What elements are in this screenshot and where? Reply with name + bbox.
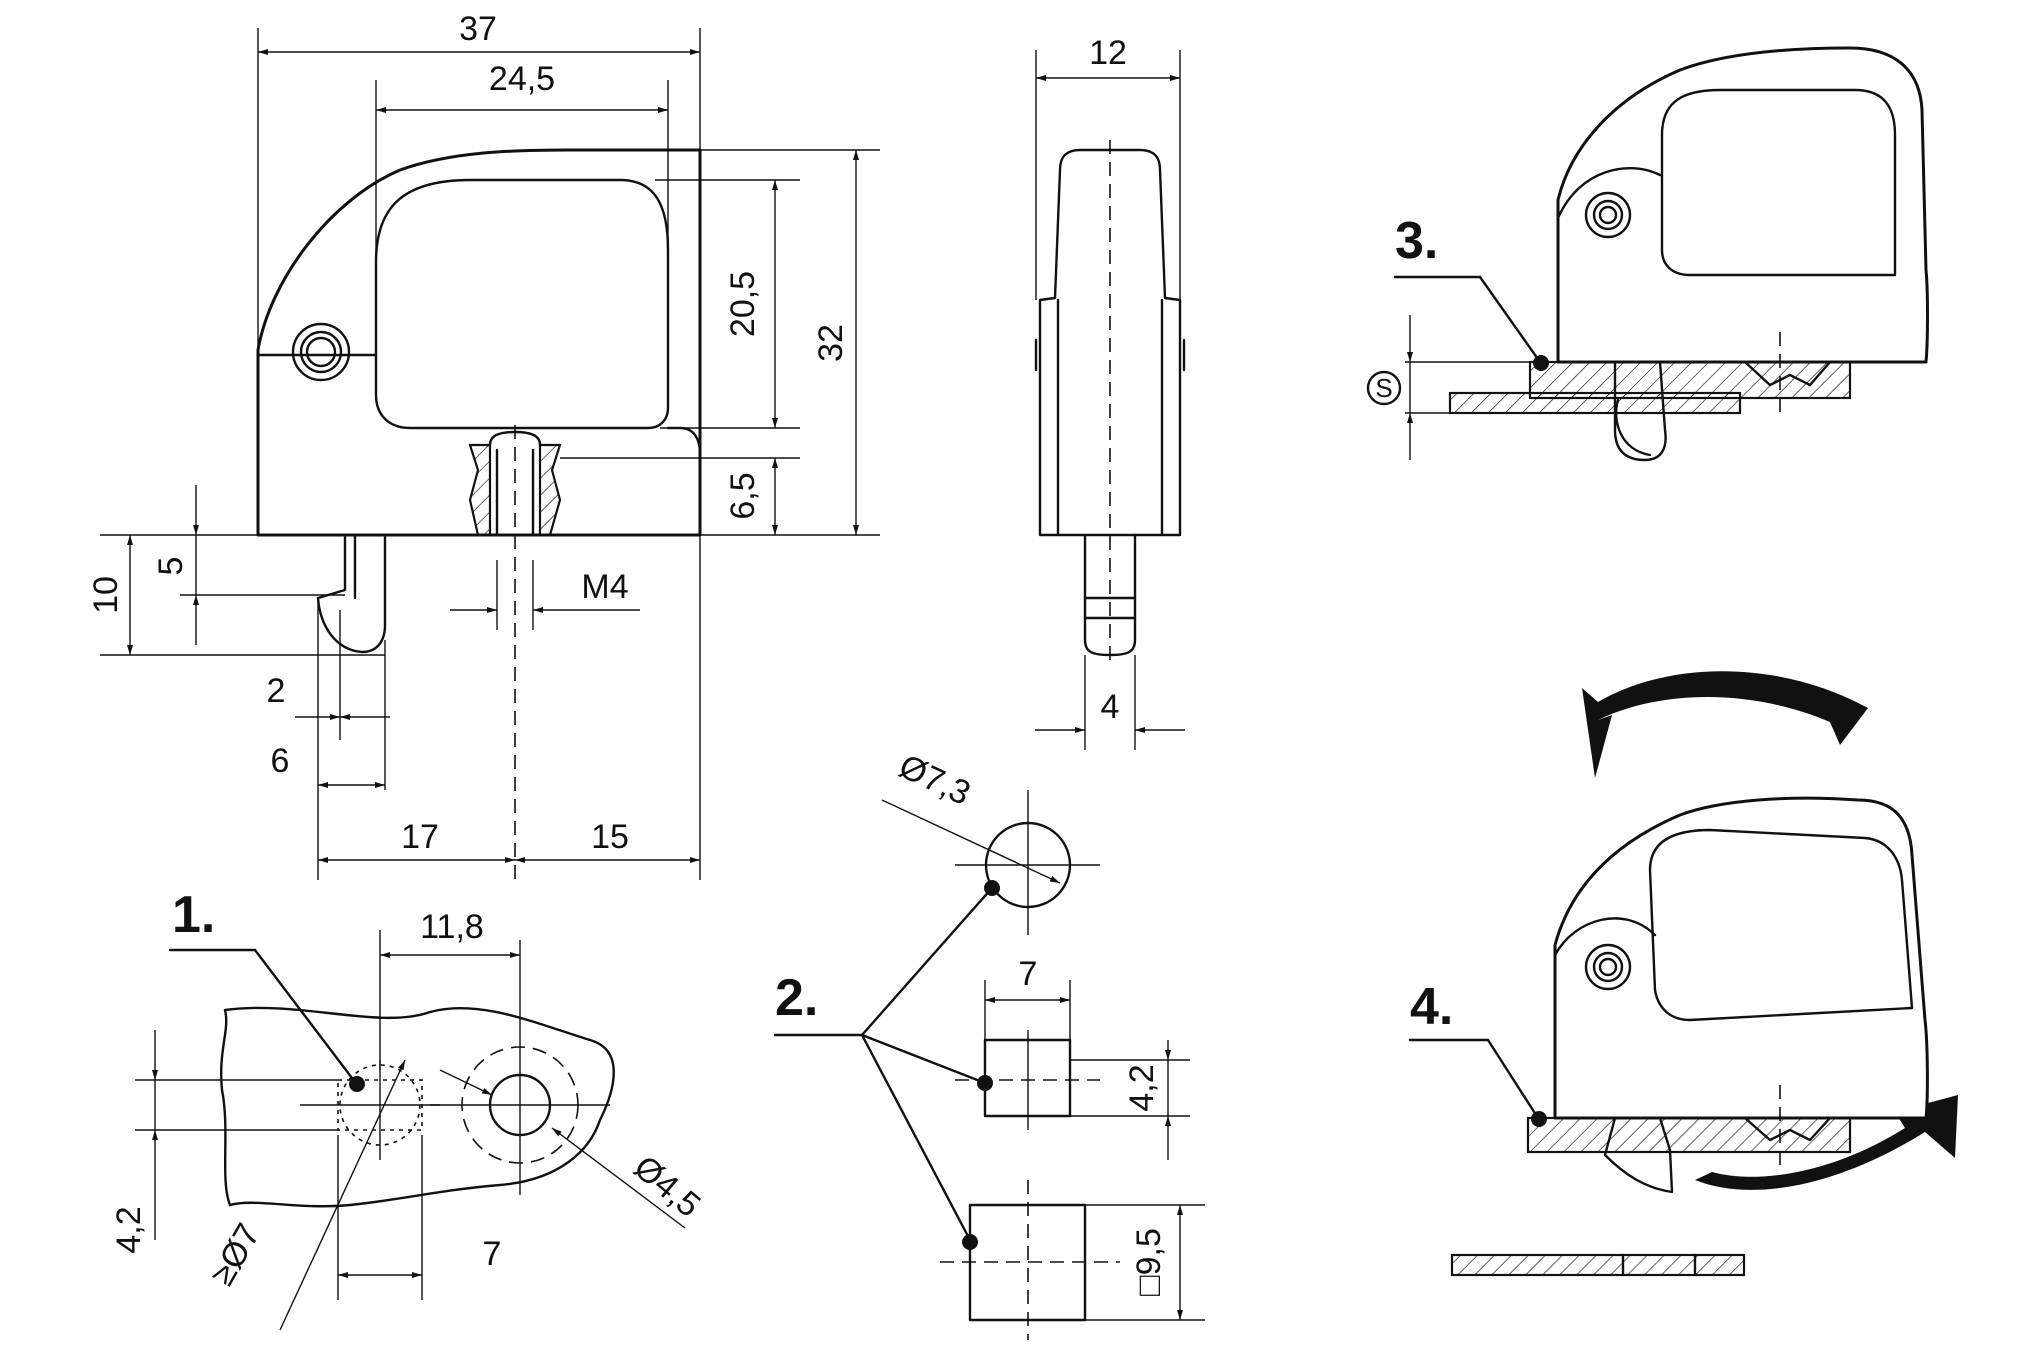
dim-square-9-5: □9,5: [1130, 1228, 1168, 1296]
dim-17: 17: [401, 818, 439, 856]
inner-window: [374, 178, 670, 430]
side-view: [1034, 140, 1186, 660]
rotate-arrow-bottom: [1695, 1095, 1958, 1190]
dim-5: 5: [152, 557, 190, 576]
hole-options-step2: [773, 790, 1205, 1340]
dim-4-2-hole: 4,2: [110, 1206, 148, 1253]
dim-7-slot: 7: [1019, 955, 1038, 993]
dim-7-hole: 7: [483, 1235, 502, 1273]
panel-cutout-step1: [135, 930, 686, 1331]
install-step4: [1408, 671, 1958, 1277]
dim-10: 10: [87, 576, 125, 614]
dim-4: 4: [1101, 688, 1120, 726]
dim-6-5: 6,5: [724, 472, 762, 519]
dim-11-8: 11,8: [420, 908, 484, 946]
dim-24-5: 24,5: [489, 60, 555, 98]
step-3-label: 3.: [1395, 212, 1438, 270]
dim-20-5: 20,5: [724, 271, 762, 337]
step-1-label: 1.: [172, 886, 215, 944]
dim-m4: M4: [581, 568, 628, 606]
side-dimensions: [1035, 50, 1185, 750]
dim-4-5: Ø4,5: [627, 1148, 708, 1224]
rotate-arrow-top: [1582, 671, 1868, 778]
dim-6: 6: [271, 742, 290, 780]
housing-outline: [256, 148, 702, 537]
thickness-symbol: S: [1375, 373, 1392, 403]
dim-37: 37: [459, 10, 497, 48]
dim-4-2-slot: 4,2: [1123, 1064, 1161, 1111]
dim-min-7: ≥Ø7: [203, 1217, 268, 1291]
dim-12: 12: [1089, 34, 1127, 72]
dim-32: 32: [812, 324, 850, 362]
install-step3: [1366, 46, 1929, 462]
latch-hook: [316, 533, 387, 654]
front-dimensions: [100, 28, 880, 880]
dim-7-3: Ø7,3: [893, 747, 976, 813]
pivot-outer: [291, 322, 351, 382]
step-2-label: 2.: [775, 969, 818, 1027]
step-4-label: 4.: [1410, 978, 1453, 1036]
front-view: [256, 148, 702, 880]
dim-2: 2: [267, 672, 286, 710]
dim-15: 15: [591, 818, 629, 856]
